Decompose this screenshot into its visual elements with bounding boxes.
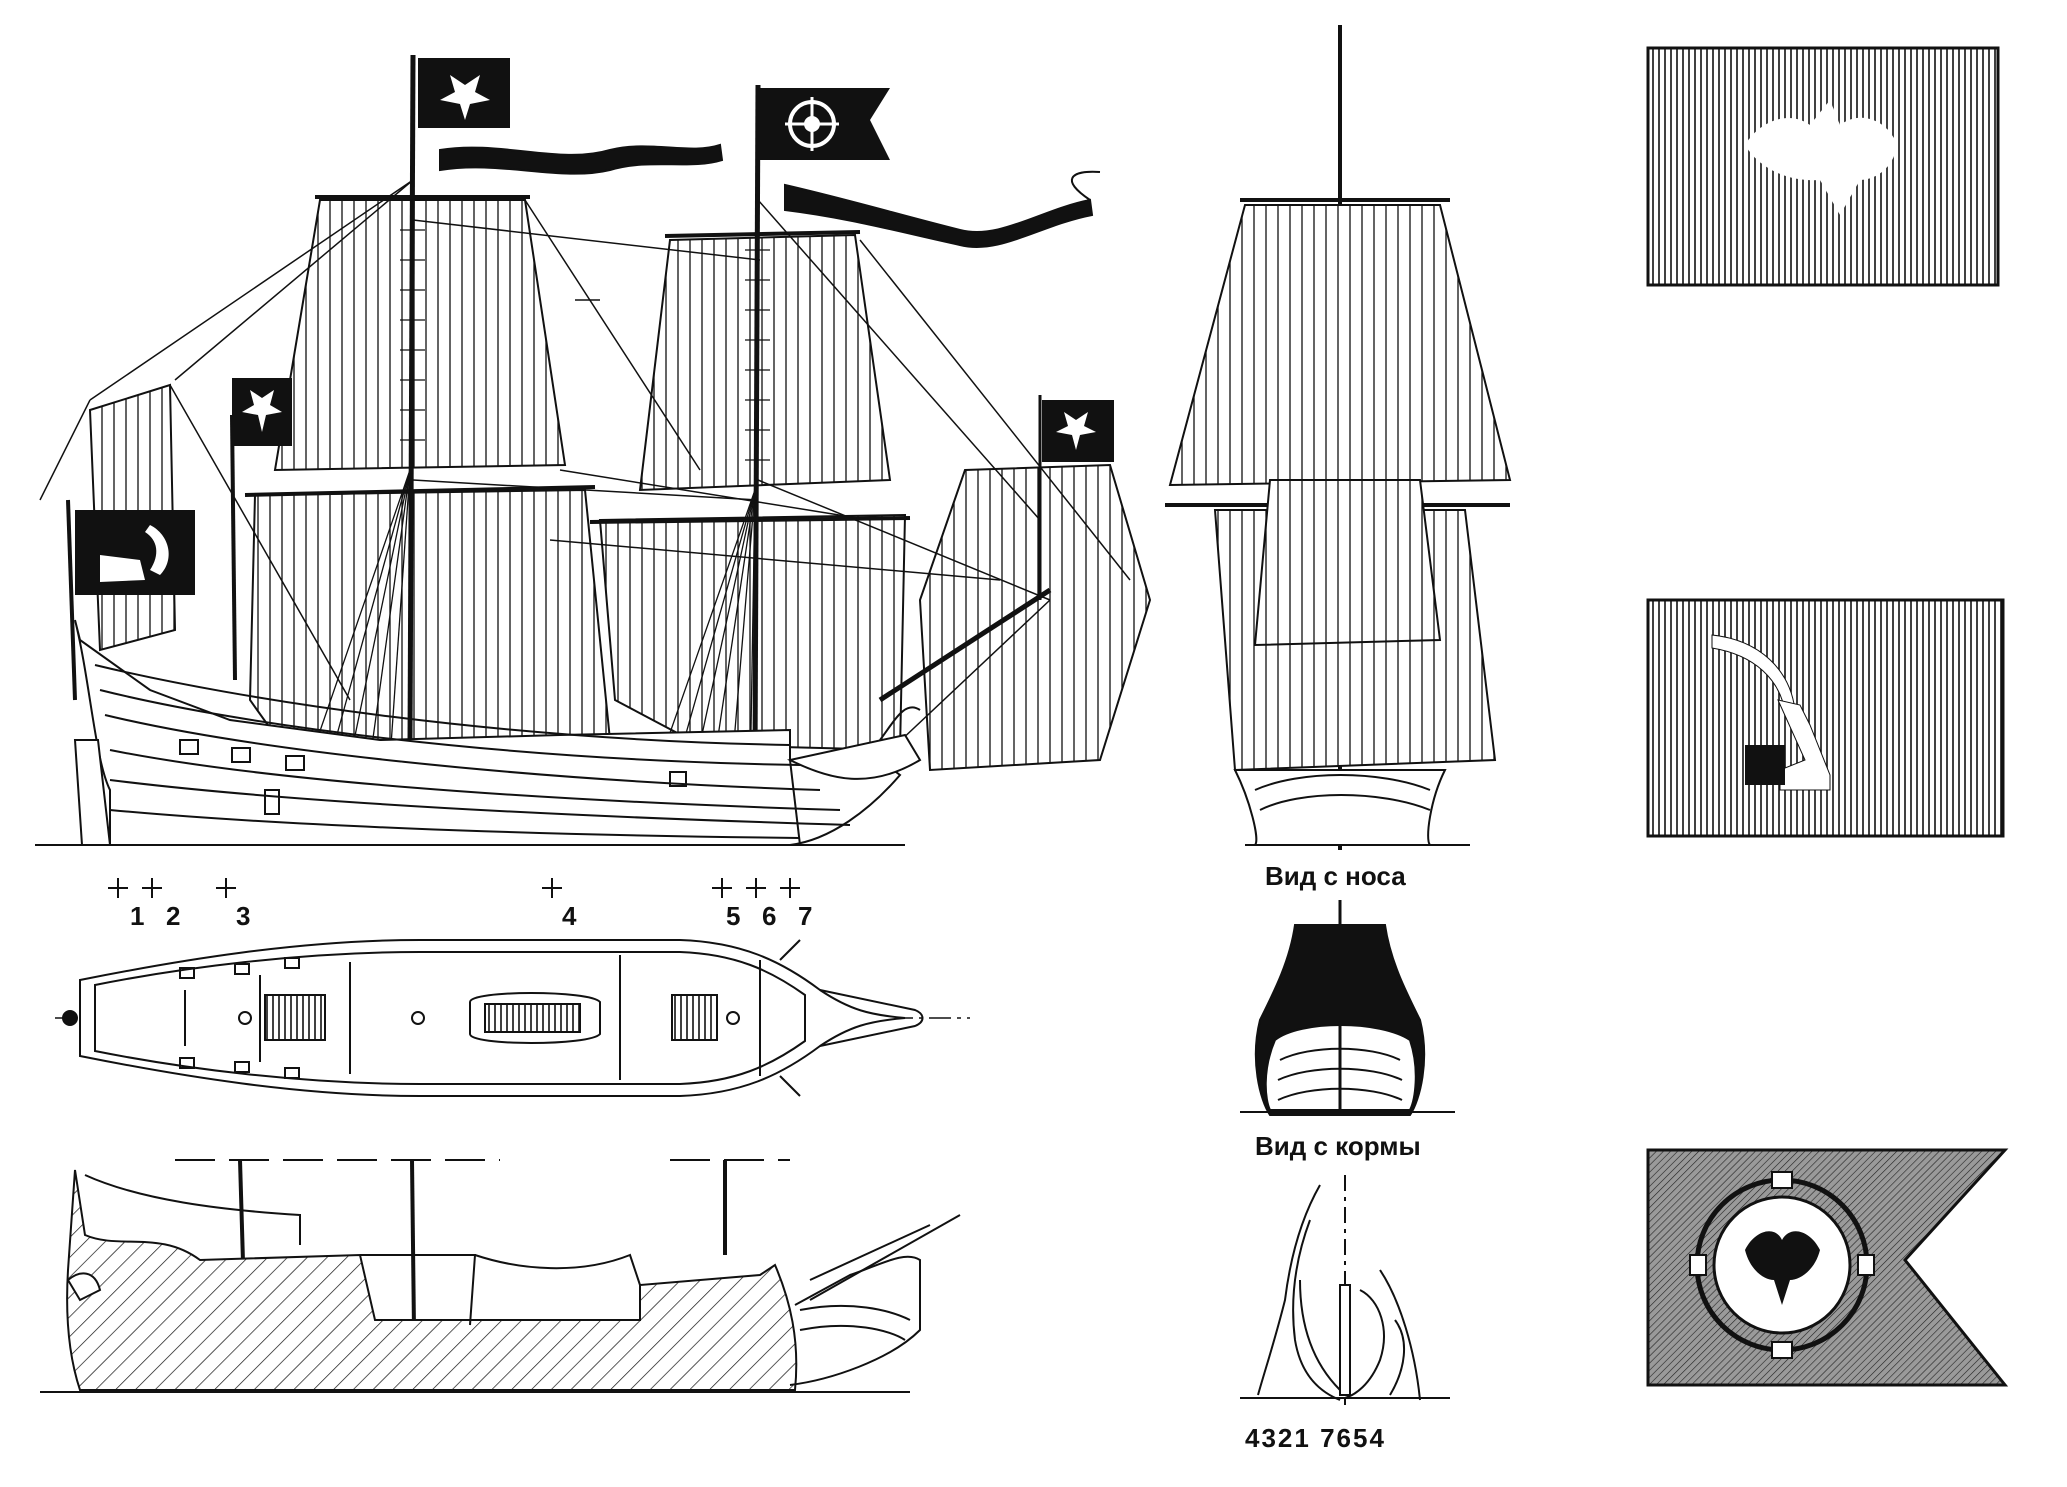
arm-with-sword-flag-icon <box>1646 598 2005 838</box>
bow-view-drawing <box>1165 25 1512 850</box>
frame-scale-label: 4321 7654 <box>1245 1423 1386 1453</box>
longitudinal-section <box>40 1159 961 1393</box>
station-number-3: 3 <box>236 901 250 931</box>
side-elevation <box>35 54 1152 846</box>
station-number-6: 6 <box>762 901 776 931</box>
stern-view-drawing <box>1240 900 1455 1116</box>
bonaventure-mast <box>66 499 77 701</box>
station-number-7: 7 <box>798 901 812 931</box>
main-topsail <box>273 199 567 472</box>
station-number-4: 4 <box>562 901 577 931</box>
compass-eagle-swallowtail-flag-icon <box>1646 1148 2009 1387</box>
body-sections-drawing <box>1240 1175 1450 1405</box>
bow-view-label: Вид с носа <box>1265 861 1406 891</box>
stern-arm-flag <box>75 510 195 595</box>
main-mast-eagle-flag <box>418 58 510 128</box>
mizzen-eagle-flag <box>232 378 292 446</box>
deck-plan <box>55 939 970 1097</box>
fore-topsail <box>638 233 892 492</box>
fore-mast <box>752 84 761 761</box>
spritsail <box>918 463 1152 772</box>
station-number-2: 2 <box>166 901 180 931</box>
fore-mast-compass-flag <box>760 88 890 160</box>
hull-side <box>73 619 922 846</box>
mizzen-mast <box>230 414 237 681</box>
stern-view-label: Вид с кормы <box>1255 1131 1421 1161</box>
station-number-1: 1 <box>130 901 144 931</box>
station-numbers: 1 2 3 4 5 6 7 <box>130 901 812 931</box>
station-marks <box>108 878 800 898</box>
station-number-5: 5 <box>726 901 740 931</box>
bow-eagle-flag <box>1042 400 1114 462</box>
eagle-flag-icon <box>1646 46 2000 287</box>
